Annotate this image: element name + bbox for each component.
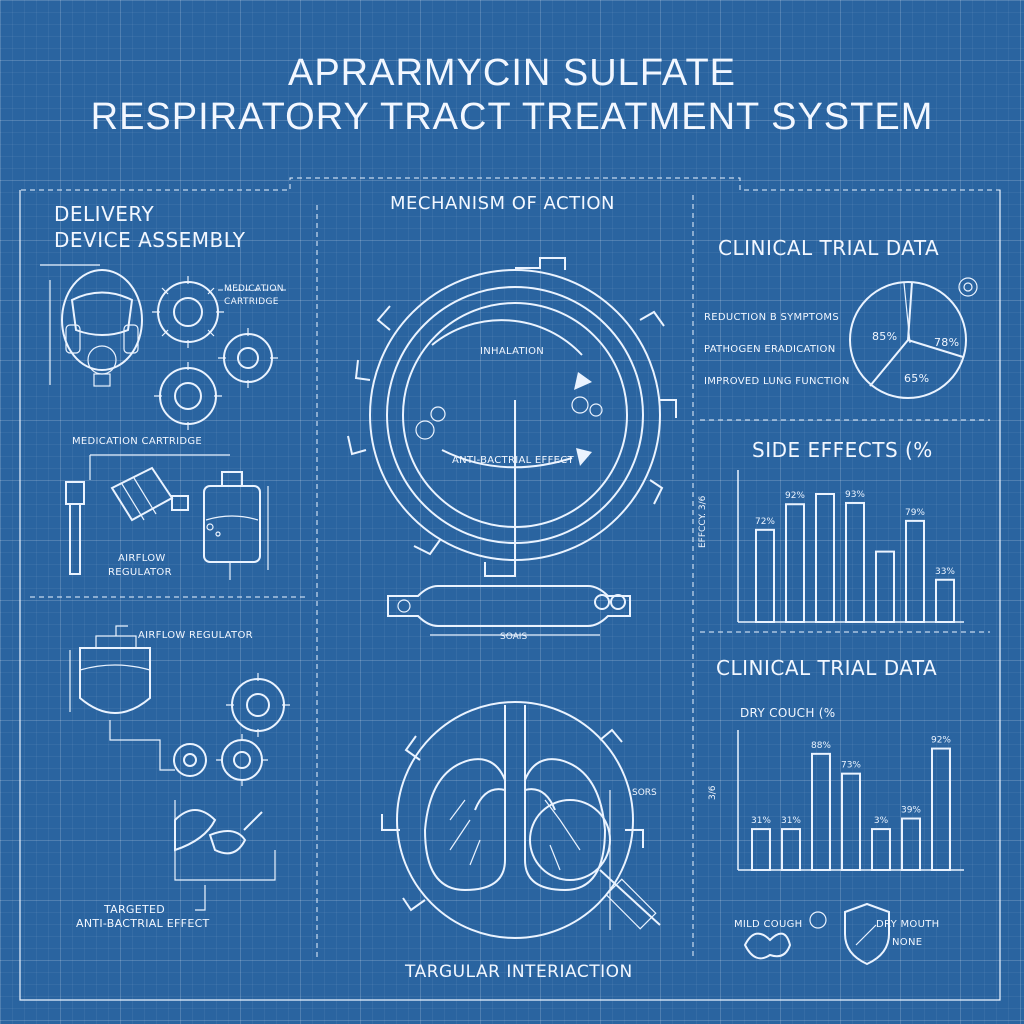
dry-cough-heading: CLINICAL TRIAL DATA: [716, 656, 938, 680]
side-effects-bar-1: [785, 503, 805, 623]
none-label: NONE: [892, 937, 923, 948]
gear-assembly-icon: [152, 276, 290, 430]
dry-cough-bar-label-2: 88%: [811, 741, 831, 751]
side-effects-y-label: EFFCCY. 3/6: [698, 495, 708, 548]
dry-cough-subtitle: DRY COUCH (%: [740, 706, 836, 720]
wrench-tool-icon: [387, 585, 631, 636]
pie-slice-label-1: 78%: [934, 336, 960, 349]
mild-cough-label: MILD COUGH: [734, 919, 803, 930]
gear-cluster-icon: [173, 673, 290, 911]
airflow-regulator-label-b: REGULATOR: [108, 567, 172, 578]
medication-cartridge-icon: [65, 454, 269, 580]
side-effects-bar-4: [875, 550, 895, 623]
side-effects-bar-label-1: 92%: [785, 491, 805, 501]
side-effects-bar-5: [905, 519, 925, 624]
inhalation-label: INHALATION: [480, 346, 545, 357]
mechanism-heading: MECHANISM OF ACTION: [390, 193, 616, 214]
side-effects-bar-label-6: 33%: [935, 567, 955, 577]
dry-cough-bar-label-0: 31%: [751, 816, 771, 826]
medication-cartridge-label: MEDICATION CARTRIDGE: [72, 436, 203, 447]
dry-cough-bar-0: [751, 828, 771, 872]
dry-cough-bar-2: [811, 752, 831, 872]
airflow-regulator-lower-label: AIRFLOW REGULATOR: [138, 630, 253, 641]
medication-cartridge-label-b: CARTRIDGE: [224, 297, 279, 307]
airflow-regulator-icon: [69, 625, 175, 771]
respirator-mask-icon: [40, 264, 143, 387]
dry-cough-bar-5: [901, 817, 921, 872]
dry-cough-y-label: 3/6: [708, 785, 718, 800]
pie-legend-item-0: REDUCTION B SYMPTOMS: [704, 312, 839, 323]
shield-icon: [844, 902, 890, 966]
delivery-heading-line1: DELIVERY: [54, 202, 155, 226]
lung-label: SORS: [632, 788, 657, 798]
mechanism-cycle-diagram: [347, 257, 677, 577]
dry-cough-bar-6: [931, 747, 951, 871]
lungs-diagram-icon: [381, 701, 661, 939]
airflow-regulator-label-a: AIRFLOW: [118, 553, 166, 564]
dry-cough-bar-3: [841, 772, 861, 872]
pie-legend-item-1: PATHOGEN ERADICATION: [704, 344, 836, 355]
dry-cough-bar-chart: 31% 31% 88% 73% 3% 39% 92%: [737, 730, 964, 872]
delivery-heading-line2: DEVICE ASSEMBLY: [54, 228, 246, 252]
dry-cough-bar-label-4: 3%: [874, 816, 889, 826]
side-effects-bar-label-3: 93%: [845, 490, 865, 500]
dry-cough-bar-label-3: 73%: [841, 761, 861, 771]
pie-legend-item-2: IMPROVED LUNG FUNCTION: [704, 376, 850, 387]
antibacterial-label: ANTI-BACTRIAL EFFECT: [452, 455, 574, 466]
medication-cartridge-label-a: MEDICATION: [224, 284, 284, 294]
side-effects-bar-label-5: 79%: [905, 508, 925, 518]
pie-slice-label-2: 65%: [904, 372, 930, 385]
targeted-label-b: ANTI-BACTRIAL EFFECT: [76, 917, 210, 930]
side-effects-bar-2: [815, 493, 835, 623]
dry-cough-bar-4: [871, 828, 891, 872]
targeted-label-a: TARGETED: [104, 903, 166, 916]
dry-cough-bar-label-6: 92%: [931, 736, 951, 746]
dry-cough-bar-label-5: 39%: [901, 806, 921, 816]
pie-slice-label-0: 85%: [872, 330, 898, 343]
page-title-line2: RESPIRATORY TRACT TREATMENT SYSTEM: [90, 96, 934, 138]
tool-label: SOAIS: [500, 632, 528, 642]
mechanism-footer: TARGULAR INTERIACTION: [405, 962, 633, 982]
dry-cough-bar-label-1: 31%: [781, 816, 801, 826]
side-effects-bar-label-0: 72%: [755, 517, 775, 527]
dry-cough-bar-1: [781, 828, 801, 872]
pie-chart: [849, 277, 978, 399]
side-effects-heading: SIDE EFFECTS (%: [752, 438, 933, 462]
dry-mouth-label: DRY MOUTH: [876, 919, 940, 930]
page-title-line1: APRARMYCIN SULFATE: [287, 52, 737, 94]
side-effects-bar-6: [935, 578, 955, 624]
pie-heading: CLINICAL TRIAL DATA: [718, 236, 940, 260]
side-effects-bar-0: [755, 528, 775, 624]
side-effects-bar-chart: 72% 92% 93% 79% 33%: [737, 470, 964, 624]
bacteria-icon: [743, 911, 827, 960]
side-effects-bar-3: [845, 501, 865, 623]
